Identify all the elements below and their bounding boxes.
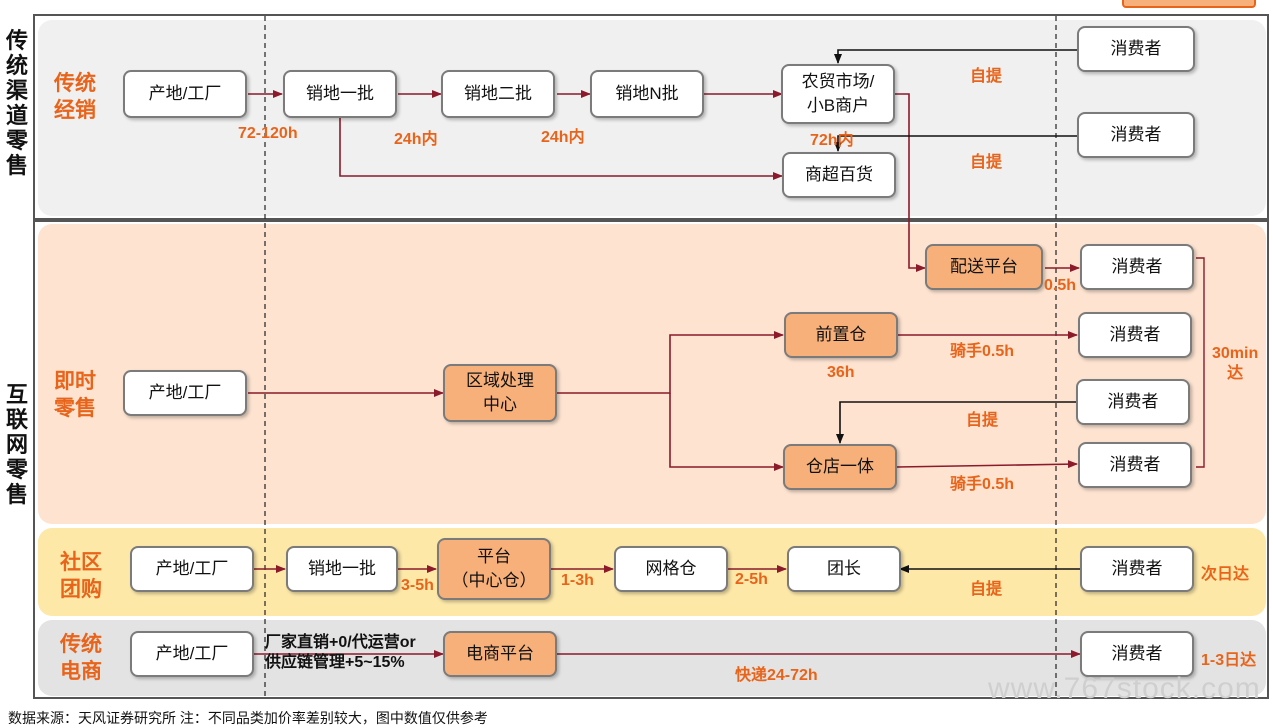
label-36h: 36h bbox=[827, 364, 855, 381]
label-pickup-1: 自提 bbox=[970, 68, 1003, 85]
frame-internet bbox=[33, 220, 1269, 699]
left-label-traditional-retail: 传统渠道零售 bbox=[5, 28, 28, 178]
node-consumer-3: 消费者 bbox=[1080, 244, 1194, 290]
node-consumer-8: 消费者 bbox=[1080, 631, 1194, 677]
label-30min: 30min 达 bbox=[1212, 345, 1259, 382]
node-consumer-7: 消费者 bbox=[1080, 546, 1194, 592]
node-store-warehouse: 仓店一体 bbox=[783, 444, 897, 490]
node-consumer-5: 消费者 bbox=[1076, 379, 1190, 425]
label-express: 快递24-72h bbox=[735, 667, 818, 684]
label-0-5h: 0.5h bbox=[1044, 277, 1077, 294]
frame-traditional bbox=[33, 14, 1269, 220]
segment-instant-retail: 即时零售 bbox=[54, 370, 96, 420]
node-first-wholesale: 销地一批 bbox=[283, 70, 397, 118]
node-grid-warehouse: 网格仓 bbox=[614, 546, 728, 592]
node-consumer-1: 消费者 bbox=[1077, 26, 1195, 72]
node-first-wholesale-3: 销地一批 bbox=[286, 546, 398, 592]
corner-decoration bbox=[1122, 0, 1256, 8]
node-consumer-6: 消费者 bbox=[1078, 442, 1192, 488]
node-supermarket: 商超百货 bbox=[782, 152, 896, 198]
node-consumer-2: 消费者 bbox=[1077, 112, 1195, 158]
segment-community-group: 社区团购 bbox=[60, 551, 102, 601]
node-delivery-platform: 配送平台 bbox=[925, 244, 1043, 290]
node-origin-factory: 产地/工厂 bbox=[123, 70, 247, 118]
node-front-warehouse: 前置仓 bbox=[784, 312, 898, 358]
node-second-wholesale: 销地二批 bbox=[441, 70, 555, 118]
node-farmers-market: 农贸市场/ 小B商户 bbox=[781, 64, 895, 124]
label-next-day: 次日达 bbox=[1201, 566, 1250, 583]
node-group-leader: 团长 bbox=[787, 546, 901, 592]
segment-traditional-distribution: 传统经销 bbox=[54, 72, 96, 122]
label-72-120h: 72-120h bbox=[238, 125, 298, 142]
node-origin-factory-2: 产地/工厂 bbox=[123, 370, 247, 416]
label-ecommerce-markup: 厂家直销+0/代运营or 供应链管理+5~15% bbox=[265, 634, 416, 671]
footnote: 数据来源：天风证券研究所 注：不同品类加价率差别较大，图中数值仅供参考 bbox=[8, 710, 488, 726]
node-origin-factory-3: 产地/工厂 bbox=[130, 546, 254, 592]
node-origin-factory-4: 产地/工厂 bbox=[130, 631, 254, 677]
label-rider-2: 骑手0.5h bbox=[950, 476, 1015, 493]
node-nth-wholesale: 销地N批 bbox=[590, 70, 704, 118]
label-72h: 72h内 bbox=[810, 132, 854, 149]
label-24h-a: 24h内 bbox=[394, 131, 438, 148]
label-rider-1: 骑手0.5h bbox=[950, 343, 1015, 360]
left-label-internet-retail: 互联网零售 bbox=[5, 382, 28, 507]
label-3-5h: 3-5h bbox=[401, 577, 434, 594]
label-24h-b: 24h内 bbox=[541, 129, 585, 146]
label-1-3-days: 1-3日达 bbox=[1201, 652, 1257, 669]
node-consumer-4: 消费者 bbox=[1078, 312, 1192, 358]
band-traditional-distribution bbox=[38, 20, 1266, 216]
label-pickup-3: 自提 bbox=[966, 412, 999, 429]
label-1-3h: 1-3h bbox=[561, 572, 594, 589]
segment-traditional-ecommerce: 传统电商 bbox=[60, 633, 102, 683]
node-ecommerce-platform: 电商平台 bbox=[443, 631, 557, 677]
node-platform-center: 平台 （中心仓） bbox=[437, 538, 551, 600]
label-pickup-2: 自提 bbox=[970, 154, 1003, 171]
watermark: www.767stock.com bbox=[988, 672, 1261, 705]
node-regional-center: 区域处理 中心 bbox=[443, 364, 557, 422]
label-pickup-4: 自提 bbox=[970, 581, 1003, 598]
label-2-5h: 2-5h bbox=[735, 571, 768, 588]
